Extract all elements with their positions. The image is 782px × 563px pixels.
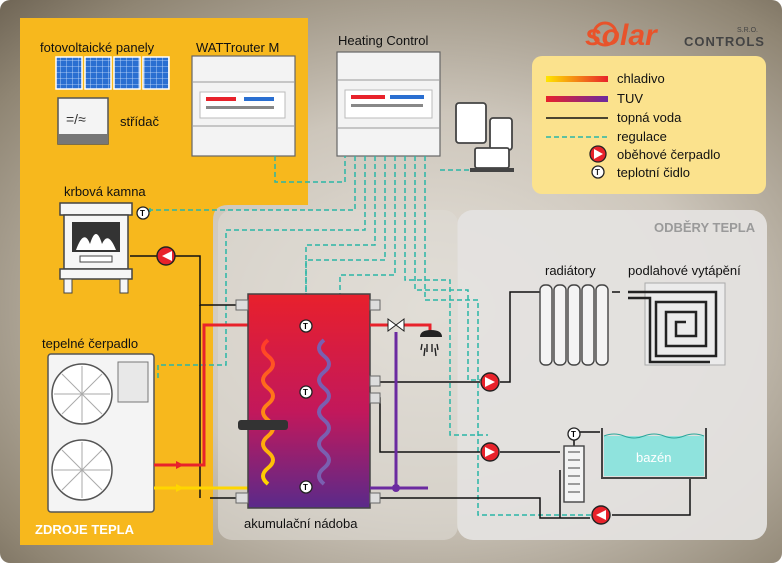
tank-sensor-bottom-icon [299,480,313,494]
legend-coolant-swatch [546,76,608,82]
svg-text:T: T [303,322,308,331]
coolant-arrow-icon [176,461,184,469]
mixing-valve-icon [387,318,405,332]
pool-icon [601,428,707,479]
stove-label: krbová kamna [64,184,146,199]
legend-dhw-swatch [546,96,608,102]
stove-icon [59,202,133,294]
logo-suffix: CONTROLS [684,34,765,49]
tank-label: akumulační nádoba [244,516,358,531]
svg-text:T: T [303,483,308,492]
heatpump-label: tepelné čerpadlo [42,336,138,351]
heating-control-label: Heating Control [338,33,428,48]
legend-pump-icon [589,145,607,163]
floor-label: podlahové vytápění [628,263,741,278]
heating-element-icon [238,420,288,430]
pump-pool-icon [591,505,611,525]
exchanger-sensor-icon: T [567,427,581,441]
devices-icon [455,102,514,172]
consumers-title: ODBĚRY TEPLA [654,220,756,235]
pool-label: bazén [636,450,671,465]
logo-sun-icon [592,21,618,47]
inverter-icon: =/≈ [57,97,109,145]
legend-dhw: TUV [617,91,643,106]
heatpump-icon [47,353,155,513]
legend-sensor-icon: T [591,165,605,179]
pump-pool-exchanger-icon [480,442,500,462]
heating-control-device [336,51,441,157]
wattrouter-device [191,55,296,157]
pump-stove-icon [156,246,176,266]
tank-sensors: T T T [299,319,313,494]
svg-text:T: T [571,430,576,439]
pv-panels-icon [55,56,170,90]
legend-pump: oběhové čerpadlo [617,147,720,162]
coolant-arrow2-icon [176,484,184,492]
tank-sensor-top-icon [299,319,313,333]
svg-text:T: T [595,168,600,177]
shower-icon [420,330,442,357]
pv-label: fotovoltaické panely [40,40,155,55]
legend-coolant: chladivo [617,71,665,86]
sources-title: ZDROJE TEPLA [35,522,135,537]
tank-sensor-mid-icon [299,385,313,399]
svg-text:T: T [140,209,145,218]
logo: solar CONTROLS S.R.O. [585,19,765,52]
logo-small: S.R.O. [737,27,758,34]
legend-heating: topná voda [617,110,682,125]
svg-text:T: T [303,388,308,397]
wattrouter-label: WATTrouter M [196,40,279,55]
radiators-label: radiátory [545,263,596,278]
consumers-panel [457,210,767,540]
stove-sensor-icon: T [136,206,150,220]
legend-sensor: teplotní čidlo [617,165,690,180]
legend: chladivo TUV topná voda regulace oběhové… [532,56,766,194]
logo-brand: solar [585,19,659,52]
pump-radiators-icon [480,372,500,392]
legend-control: regulace [617,129,667,144]
floor-heating-icon [628,282,726,366]
svg-text:=/≈: =/≈ [66,111,86,127]
heat-exchanger-icon [563,445,585,503]
inverter-label: střídač [120,114,160,129]
radiator-icon [539,284,609,366]
